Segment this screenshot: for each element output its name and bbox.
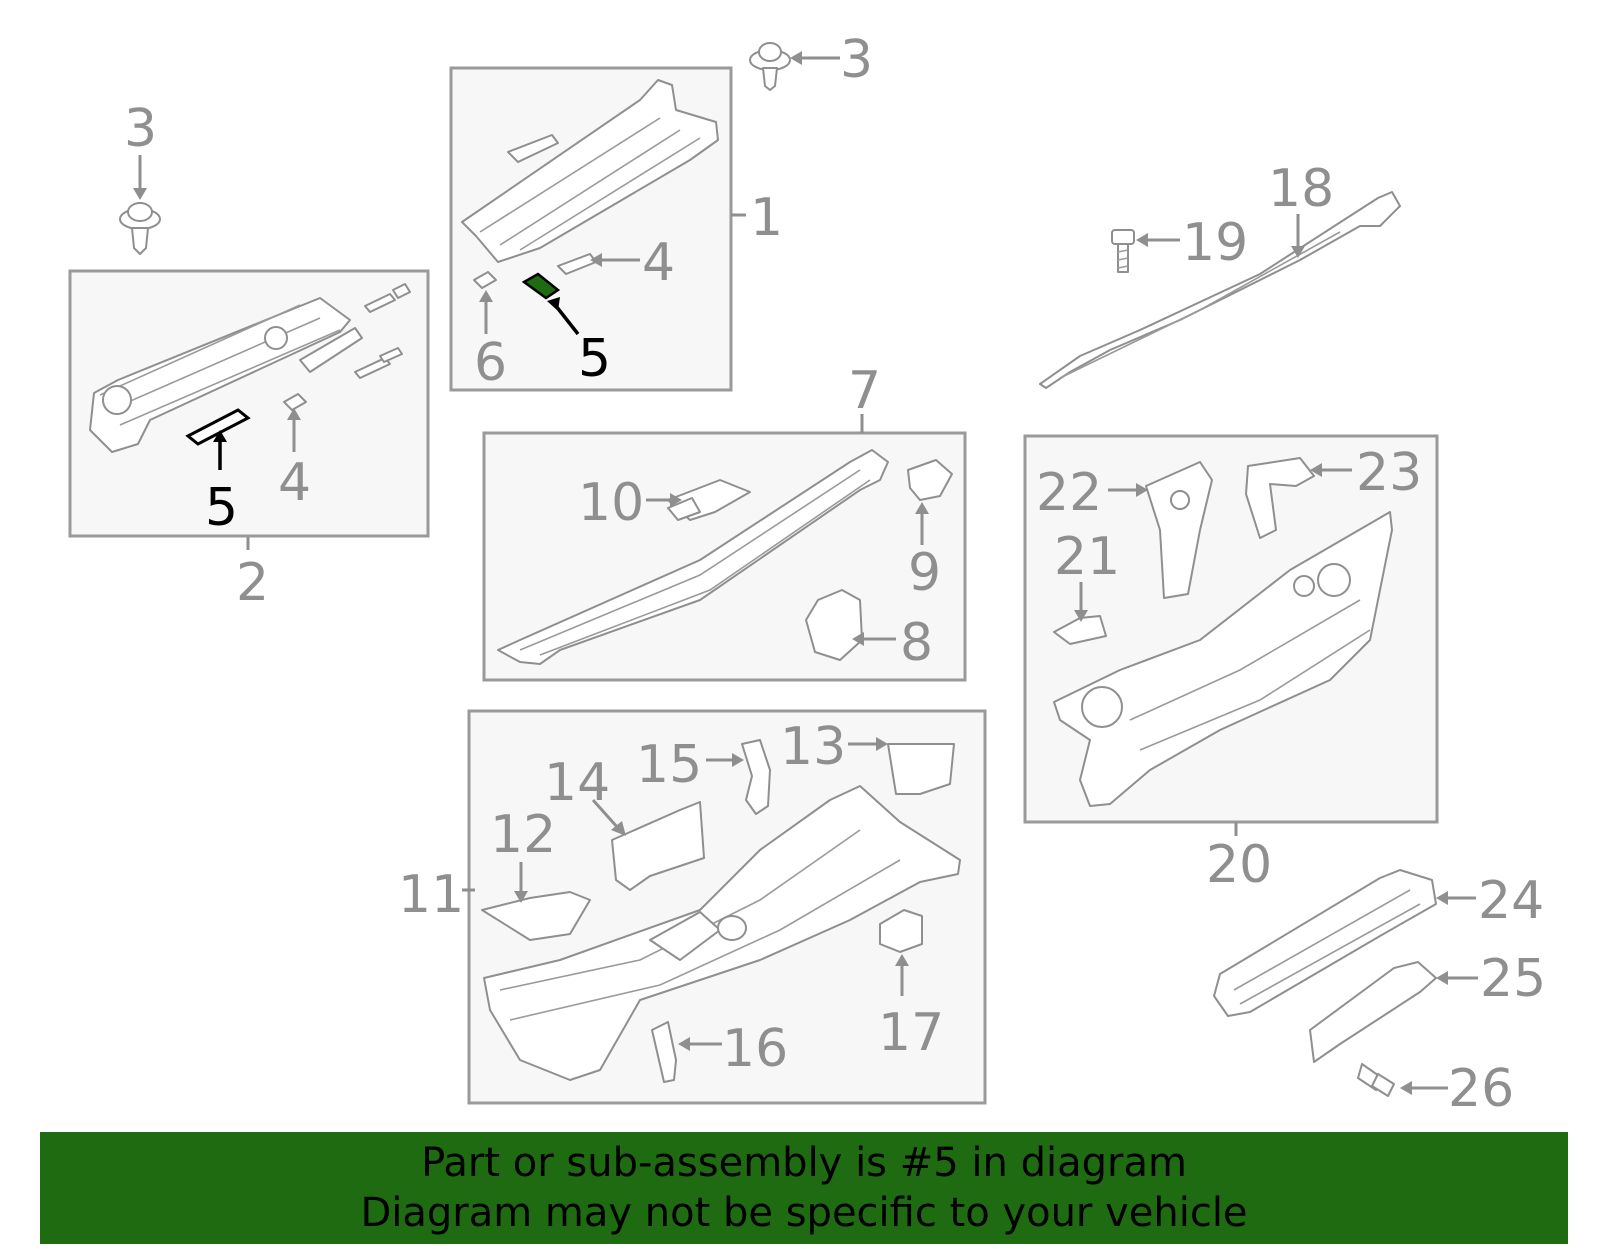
callout-4-box1: 4 <box>642 233 675 293</box>
callout-23: 23 <box>1356 443 1422 503</box>
callout-8: 8 <box>900 613 933 673</box>
cowl-panel-part-2[interactable] <box>89 283 411 453</box>
callout-9: 9 <box>908 543 941 603</box>
bracket-part-15[interactable] <box>741 739 771 815</box>
clip-part-3-top[interactable] <box>749 42 791 91</box>
bracket-part-25[interactable] <box>1309 961 1437 1063</box>
floor-pan-part-11[interactable] <box>483 785 961 1081</box>
bracket-part-17[interactable] <box>879 909 923 953</box>
callout-6: 6 <box>474 333 507 393</box>
callout-3-left: 3 <box>124 99 157 159</box>
callout-13: 13 <box>780 717 846 777</box>
callout-18: 18 <box>1268 159 1334 219</box>
seal-part-5-highlight[interactable] <box>521 272 561 300</box>
cowl-top-part-1[interactable] <box>461 79 719 289</box>
callout-3-top: 3 <box>840 30 873 90</box>
callout-17: 17 <box>878 1003 944 1063</box>
callout-10: 10 <box>578 473 644 533</box>
callout-15: 15 <box>636 735 702 795</box>
callout-11: 11 <box>398 865 464 925</box>
callout-25: 25 <box>1480 949 1546 1009</box>
bolt-part-19[interactable] <box>1111 229 1135 273</box>
callout-5-box1: 5 <box>578 329 611 389</box>
callout-21: 21 <box>1054 527 1120 587</box>
dash-panel-part-20[interactable] <box>1053 511 1393 807</box>
bracket-part-16[interactable] <box>651 1021 677 1083</box>
callout-26: 26 <box>1448 1059 1514 1119</box>
info-banner: Part or sub-assembly is #5 in diagram Di… <box>40 1132 1568 1244</box>
panel-part-14[interactable] <box>611 801 705 891</box>
bolt-part-26[interactable] <box>1357 1063 1395 1097</box>
bracket-part-22[interactable] <box>1145 461 1213 599</box>
rail-part-24[interactable] <box>1213 869 1437 1017</box>
callout-5-box2: 5 <box>205 478 238 538</box>
bracket-part-8[interactable] <box>805 589 863 661</box>
callout-22: 22 <box>1036 463 1102 523</box>
clip-part-3-left[interactable] <box>119 202 161 255</box>
callout-4-box2: 4 <box>278 453 311 513</box>
bracket-part-13[interactable] <box>887 743 955 795</box>
gusset-part-23[interactable] <box>1245 457 1315 539</box>
callout-19: 19 <box>1182 213 1248 273</box>
callout-16: 16 <box>722 1019 788 1079</box>
callout-24: 24 <box>1478 871 1544 931</box>
bracket-part-12[interactable] <box>481 891 591 941</box>
gusset-part-9[interactable] <box>907 459 953 501</box>
bracket-part-21[interactable] <box>1053 615 1107 645</box>
callout-1: 1 <box>750 188 783 248</box>
banner-line-2: Diagram may not be specific to your vehi… <box>360 1190 1248 1236</box>
banner-line-1: Part or sub-assembly is #5 in diagram <box>421 1140 1187 1186</box>
seal-part-5-outline[interactable] <box>185 408 251 446</box>
callout-12: 12 <box>490 805 556 865</box>
callout-2: 2 <box>236 553 269 613</box>
cowl-reinforcement-part-7[interactable] <box>497 449 889 665</box>
bracket-part-10[interactable] <box>667 479 751 521</box>
callout-20: 20 <box>1206 835 1272 895</box>
bar-part-18[interactable] <box>1039 191 1401 389</box>
callout-14: 14 <box>544 753 610 813</box>
callout-7: 7 <box>848 361 881 421</box>
